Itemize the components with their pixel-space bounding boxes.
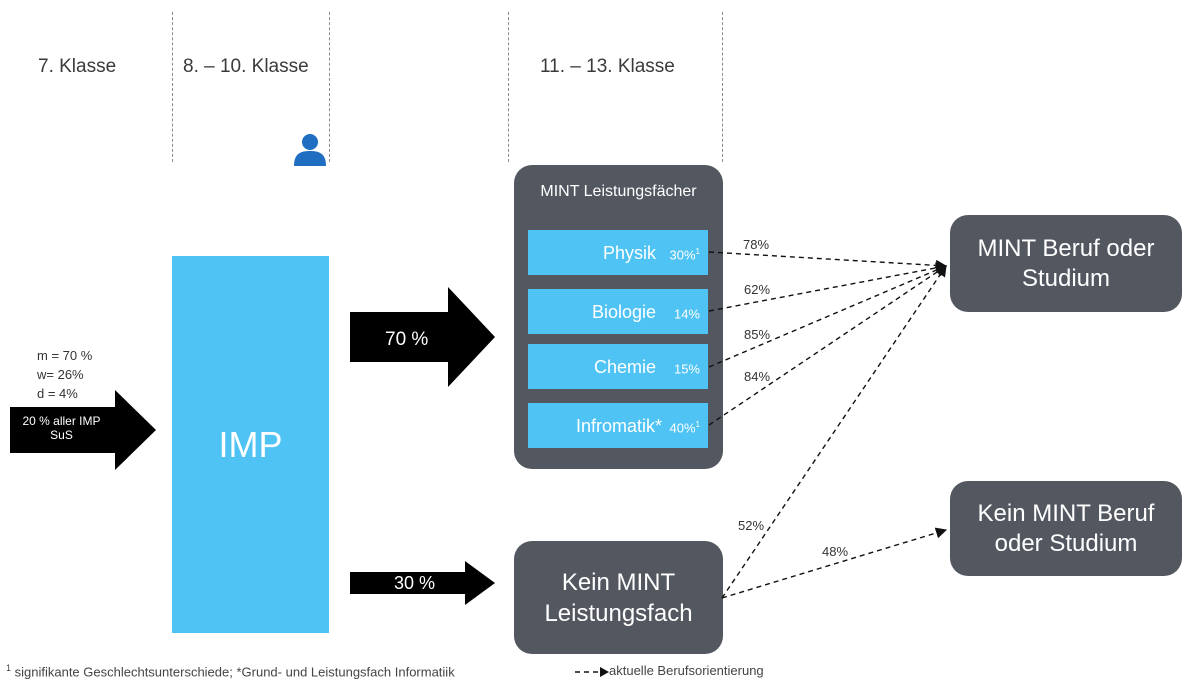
arrow-to-kein-label: 30 % xyxy=(394,573,436,593)
phase-label-8-10: 8. – 10. Klasse xyxy=(183,56,309,77)
subject-percent: 40%1 xyxy=(669,420,700,436)
demographic-diverse: d = 4% xyxy=(37,386,78,401)
subject-name: Biologie xyxy=(591,302,656,322)
subject-physik: Physik 30%1 xyxy=(528,230,708,275)
rate-informatik: 84% xyxy=(744,369,771,384)
flow-chemie xyxy=(708,264,948,368)
phase-divider-2 xyxy=(329,12,330,162)
rate-kein-to-mint: 52% xyxy=(738,518,765,533)
flow-kein-to-kein xyxy=(721,527,948,599)
mint-group-title: MINT Leistungsfächer xyxy=(540,183,697,200)
subject-name: Physik xyxy=(602,243,656,263)
subject-biologie: Biologie 14% xyxy=(528,289,708,334)
person-icon xyxy=(294,134,326,166)
input-arrow-label: 20 % aller IMP SuS xyxy=(10,414,113,442)
subject-informatik: Infromatik* 40%1 xyxy=(528,403,708,448)
kein-outcome-line1: Kein MINT Beruf xyxy=(977,499,1155,527)
demographic-male: m = 70 % xyxy=(37,348,93,363)
rate-biologie: 62% xyxy=(744,282,771,297)
flow-informatik xyxy=(708,265,947,426)
flow-kein-to-mint xyxy=(721,265,947,599)
imp-label: IMP xyxy=(218,423,283,465)
subject-name: Infromatik* xyxy=(575,416,662,436)
phase-divider-4 xyxy=(722,12,723,162)
subject-name: Chemie xyxy=(593,357,656,377)
subject-percent: 15% xyxy=(673,361,700,377)
footnote: 1 signifikante Geschlechtsunterschiede; … xyxy=(6,663,455,679)
arrow-to-kein xyxy=(350,561,495,605)
arrow-to-mint-label: 70 % xyxy=(385,329,429,350)
rate-kein-to-kein: 48% xyxy=(822,544,849,559)
kein-mint-outcome-box: Kein MINT Beruf oder Studium xyxy=(950,481,1182,576)
legend-label: aktuelle Berufsorientierung xyxy=(609,663,764,678)
demographic-female: w= 26% xyxy=(37,367,84,382)
kein-outcome-line2: oder Studium xyxy=(994,529,1138,557)
mint-outcome-line2: Studium xyxy=(1021,264,1111,292)
subject-chemie: Chemie 15% xyxy=(528,344,708,389)
arrow-to-mint xyxy=(350,287,495,387)
footnote-text: signifikante Geschlechtsunterschiede; *G… xyxy=(11,664,455,680)
kein-fach-line2: Leistungsfach xyxy=(544,599,693,627)
subject-percent: 14% xyxy=(673,306,700,322)
footnote-marker: 1 xyxy=(6,663,12,673)
rate-physik: 78% xyxy=(743,237,770,252)
input-arrow-line1: 20 % aller IMP xyxy=(22,414,101,428)
mint-outcome-line1: MINT Beruf oder xyxy=(977,234,1155,262)
input-arrow xyxy=(10,390,156,470)
kein-fach-line1: Kein MINT xyxy=(561,568,676,596)
flow-biologie xyxy=(708,262,948,312)
flow-physik xyxy=(708,251,948,271)
phase-label-11-13: 11. – 13. Klasse xyxy=(540,56,675,77)
mint-outcome-box: MINT Beruf oder Studium xyxy=(950,215,1182,312)
legend-dashed-arrow-icon xyxy=(575,667,609,677)
input-arrow-line2: SuS xyxy=(50,428,73,442)
imp-box: IMP xyxy=(172,256,329,633)
kein-mint-fach-box: Kein MINT Leistungsfach xyxy=(514,541,723,654)
phase-divider-1 xyxy=(172,12,173,162)
phase-label-7: 7. Klasse xyxy=(38,56,117,77)
rate-chemie: 85% xyxy=(744,327,771,342)
phase-divider-3 xyxy=(508,12,509,162)
subject-percent: 30%1 xyxy=(669,247,700,263)
